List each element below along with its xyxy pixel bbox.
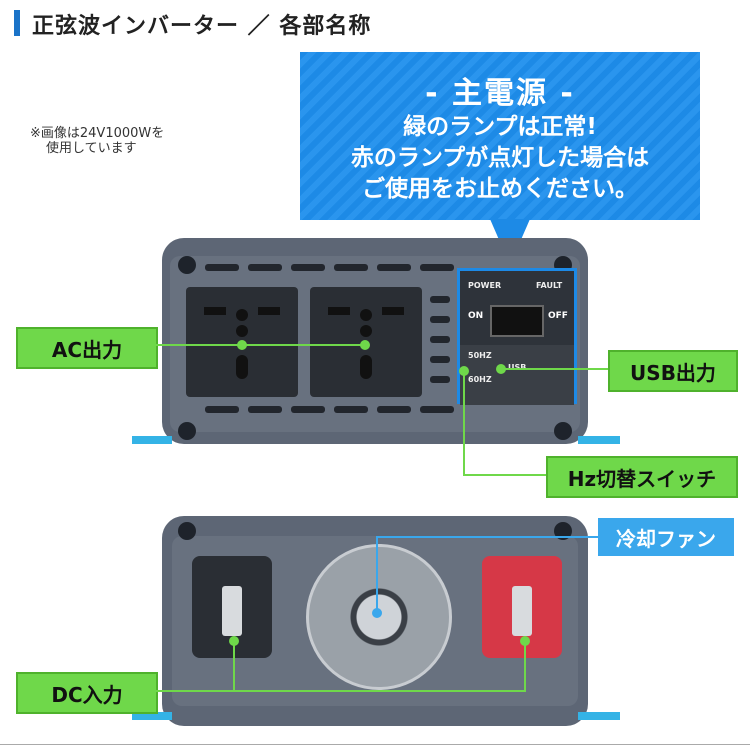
vent-slot bbox=[291, 406, 325, 413]
dc-input-leader bbox=[154, 690, 526, 692]
outlet-ground bbox=[236, 355, 248, 379]
screw-icon bbox=[554, 522, 572, 540]
screw-icon bbox=[178, 522, 196, 540]
hz-60-label: 60HZ bbox=[468, 375, 492, 384]
screw-icon bbox=[554, 422, 572, 440]
vent-slot bbox=[430, 336, 450, 343]
hz-switch-label: Hz切替スイッチ bbox=[546, 456, 738, 498]
ac-output-leader bbox=[154, 344, 368, 346]
off-label: OFF bbox=[548, 311, 568, 321]
fault-led-label: FAULT bbox=[536, 281, 563, 290]
usb-output-label: USB出力 bbox=[608, 350, 738, 392]
bolt-icon bbox=[222, 586, 242, 636]
vent-slot bbox=[430, 376, 450, 383]
panel-lower: 50HZ 60HZ USB bbox=[460, 345, 574, 405]
cooling-fan-leader-v bbox=[376, 536, 378, 612]
vent-slot bbox=[334, 264, 368, 271]
vent-slot bbox=[248, 264, 282, 271]
vent-slot bbox=[430, 356, 450, 363]
dc-input-marker bbox=[520, 636, 530, 646]
vent-slot bbox=[291, 264, 325, 271]
inverter-foot bbox=[132, 712, 172, 720]
outlet-pin bbox=[258, 307, 280, 315]
dc-input-leader-neg bbox=[233, 640, 235, 690]
hz-50-label: 50HZ bbox=[468, 351, 492, 360]
inverter-foot bbox=[132, 436, 172, 444]
usb-output-leader bbox=[500, 368, 608, 370]
outlet-hole bbox=[236, 325, 248, 337]
callout-title: - 主電源 - bbox=[425, 76, 575, 111]
cooling-fan-leader-h bbox=[376, 536, 598, 538]
vent-slot bbox=[430, 296, 450, 303]
vent-slot bbox=[420, 406, 454, 413]
ac-output-marker bbox=[360, 340, 370, 350]
power-led-label: POWER bbox=[468, 281, 502, 290]
dc-terminal-positive bbox=[482, 556, 562, 658]
screw-icon bbox=[178, 256, 196, 274]
bolt-icon bbox=[512, 586, 532, 636]
cooling-fan-icon bbox=[306, 544, 452, 690]
on-label: ON bbox=[468, 311, 484, 321]
outlet-pin bbox=[382, 307, 404, 315]
callout-line-3: ご使用をお止めください。 bbox=[362, 176, 638, 202]
image-note: ※画像は24V1000Wを 使用しています bbox=[30, 126, 164, 156]
control-panel: POWER FAULT ON OFF 50HZ 60HZ USB bbox=[457, 268, 577, 405]
outlet-hole bbox=[236, 309, 248, 321]
hz-switch-leader-h bbox=[463, 474, 546, 476]
vent-slot bbox=[377, 264, 411, 271]
outlet-ground bbox=[360, 355, 372, 379]
outlet-hole bbox=[360, 309, 372, 321]
hz-switch-marker bbox=[459, 366, 469, 376]
vent-slot bbox=[334, 406, 368, 413]
note-line-2: 使用しています bbox=[46, 141, 137, 156]
vent-slot bbox=[205, 406, 239, 413]
main-power-callout: - 主電源 - 緑のランプは正常! 赤のランプが点灯した場合は ご使用をお止めく… bbox=[300, 52, 700, 220]
outlet-pin bbox=[328, 307, 350, 315]
note-line-1: ※画像は24V1000Wを bbox=[30, 126, 165, 141]
usb-port-label: USB bbox=[508, 363, 526, 372]
ac-output-label: AC出力 bbox=[16, 327, 158, 369]
cooling-fan-label: 冷却ファン bbox=[598, 518, 734, 556]
page-title: 正弦波インバーター ／ 各部名称 bbox=[32, 14, 372, 39]
outlet-pin bbox=[204, 307, 226, 315]
ac-output-marker bbox=[237, 340, 247, 350]
screw-icon bbox=[178, 422, 196, 440]
title-marker bbox=[14, 10, 20, 36]
inverter-foot bbox=[578, 436, 620, 444]
hz-switch-leader-v bbox=[463, 370, 465, 476]
outlet-hole bbox=[360, 325, 372, 337]
dc-input-marker bbox=[229, 636, 239, 646]
vent-slot bbox=[420, 264, 454, 271]
vent-slot bbox=[248, 406, 282, 413]
bottom-divider bbox=[0, 744, 750, 745]
dc-input-label: DC入力 bbox=[16, 672, 158, 714]
usb-output-marker bbox=[496, 364, 506, 374]
vent-slot bbox=[430, 316, 450, 323]
callout-line-1: 緑のランプは正常! bbox=[403, 114, 597, 140]
inverter-foot bbox=[578, 712, 620, 720]
vent-slot bbox=[205, 264, 239, 271]
vent-slot bbox=[377, 406, 411, 413]
cooling-fan-marker bbox=[372, 608, 382, 618]
power-switch[interactable] bbox=[490, 305, 544, 337]
callout-line-2: 赤のランプが点灯した場合は bbox=[350, 145, 650, 171]
dc-input-leader-pos bbox=[524, 640, 526, 690]
